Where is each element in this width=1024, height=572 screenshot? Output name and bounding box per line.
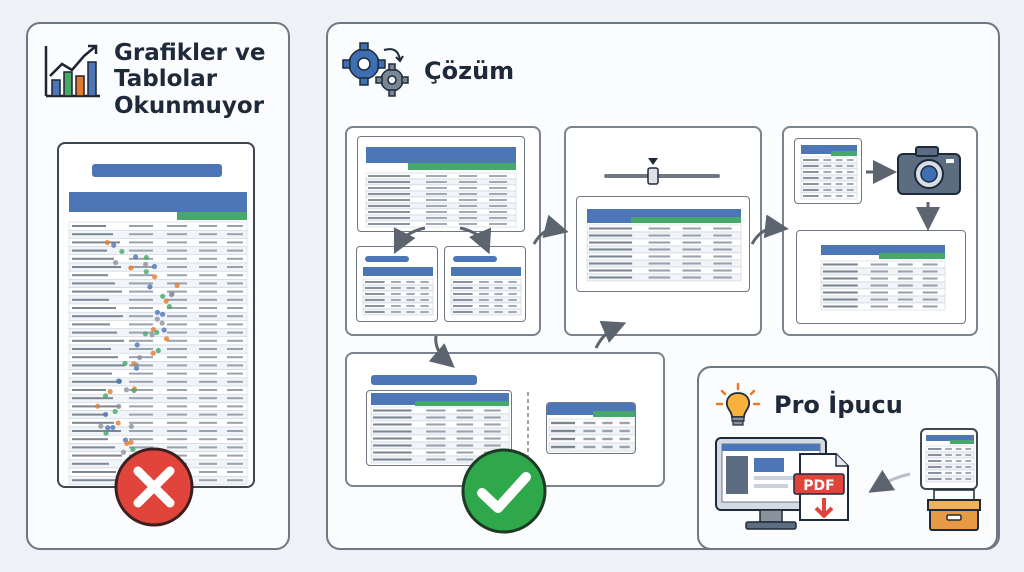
result-title-bar — [371, 375, 477, 385]
captured-table-card — [796, 230, 966, 324]
problem-title: Grafikler ve Tablolar Okunmuyor — [114, 40, 266, 119]
small-table-card — [794, 138, 862, 204]
device-title-bar — [92, 164, 222, 177]
gears-icon — [342, 40, 412, 98]
red-x-icon — [112, 445, 196, 529]
solution-title: Çözüm — [424, 57, 515, 85]
problem-title-line-3: Okunmuyor — [114, 92, 265, 119]
device-table-subheader — [177, 212, 247, 220]
pdf-label: PDF — [803, 478, 835, 494]
problem-title-line-2: Tablolar — [114, 66, 218, 93]
green-check-icon — [458, 445, 550, 537]
chart-growth-icon — [42, 40, 102, 100]
arrow-to-step-3 — [750, 214, 789, 245]
split-table-left — [356, 246, 438, 322]
arrow-phone-to-pdf — [868, 469, 911, 493]
lightbulb-icon — [714, 382, 762, 430]
arrow-result-to-step-2 — [594, 320, 627, 349]
phone-table-card — [920, 428, 978, 490]
camera-icon — [896, 144, 962, 196]
arrow-split-right — [459, 226, 492, 255]
problem-title-line-1: Grafikler ve — [114, 40, 266, 66]
resized-table-card — [576, 196, 750, 292]
wide-table-header — [366, 147, 516, 163]
wide-table-subheader — [408, 163, 516, 170]
width-slider — [604, 156, 720, 188]
monitor-pdf-icon — [714, 434, 852, 536]
result-table-right — [546, 402, 636, 454]
file-cabinet-icon — [926, 488, 982, 532]
split-table-right — [444, 246, 526, 322]
device-table-header — [69, 192, 247, 212]
tip-title: Pro İpucu — [774, 391, 903, 419]
wide-table-card — [357, 136, 525, 232]
arrow-split-left — [393, 226, 426, 255]
arrow-to-result — [428, 335, 455, 368]
arrow-to-step-2 — [532, 214, 569, 245]
